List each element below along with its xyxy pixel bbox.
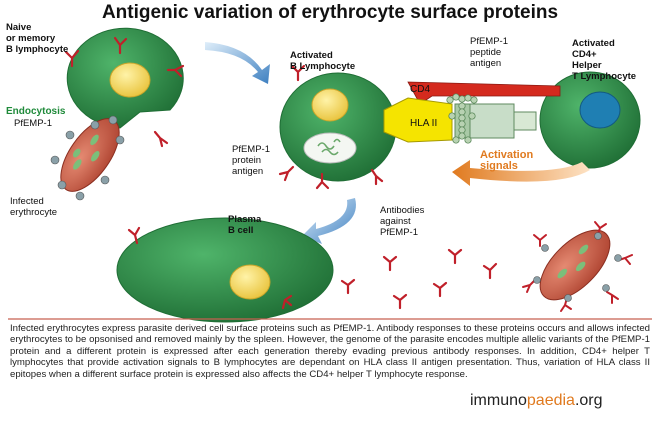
label-pfemp1-peptide: PfEMP-1 peptide antigen — [470, 36, 509, 69]
endosome — [303, 132, 357, 164]
pfemp1-peptide-beads — [446, 93, 478, 144]
hla-ii-molecule — [383, 97, 453, 143]
activated-t-cell — [539, 71, 641, 169]
naive-b-cell — [66, 27, 184, 129]
immunopaedia-logo: immunopaedia.org — [470, 392, 603, 410]
antibodies-naive-b — [64, 36, 185, 148]
activation-signals-arrow — [452, 160, 590, 186]
activated-b-nucleus — [311, 88, 349, 122]
label-antibodies: Antibodies against PfEMP-1 — [380, 205, 425, 238]
naive-b-nucleus — [109, 62, 151, 98]
pfemp1-knobs-left — [50, 115, 125, 201]
infected-erythrocyte-left — [60, 118, 120, 192]
t-cell-nucleus — [579, 91, 621, 129]
label-activation-signals: Activation signals — [480, 149, 534, 172]
arrow-naive-to-activated — [205, 42, 270, 84]
label-activated-t: Activated CD4+ Helper T Lymphocyte — [572, 38, 637, 82]
logo-part1: immuno — [470, 392, 527, 409]
label-pfemp1-left: PfEMP-1 — [14, 118, 53, 129]
free-antibodies — [340, 248, 498, 310]
caption-text: Infected erythrocytes express parasite d… — [10, 323, 650, 380]
pfemp1-knobs-right — [533, 232, 622, 302]
diagram-title: Antigenic variation of erythrocyte surfa… — [101, 2, 559, 23]
antibodies-plasma — [127, 226, 293, 310]
arrow-activated-to-plasma — [302, 198, 356, 244]
activated-b-cell — [279, 72, 397, 182]
label-pfemp1-protein: PfEMP-1 protein antigen — [232, 144, 271, 177]
logo-part3: .org — [574, 392, 603, 409]
logo-part2: paedia — [526, 392, 575, 409]
plasma-b-cell — [116, 217, 334, 323]
label-infected-erythrocyte: Infected erythrocyte — [10, 196, 57, 218]
label-plasma-b: Plasma B cell — [228, 214, 262, 236]
infected-erythrocyte-right — [539, 229, 611, 301]
label-cd4: CD4 — [410, 84, 431, 95]
label-hla: HLA II — [410, 118, 438, 129]
t-cell-receptor — [454, 103, 537, 139]
antibodies-activated-b — [278, 64, 384, 190]
label-activated-b: Activated B Lymphocyte — [290, 50, 356, 72]
label-endocytosis: Endocytosis — [6, 106, 66, 117]
label-naive-b: Naive or memory B lymphocyte — [6, 22, 69, 55]
pfemp1-fragments — [317, 138, 341, 156]
plasma-b-nucleus — [229, 264, 271, 300]
